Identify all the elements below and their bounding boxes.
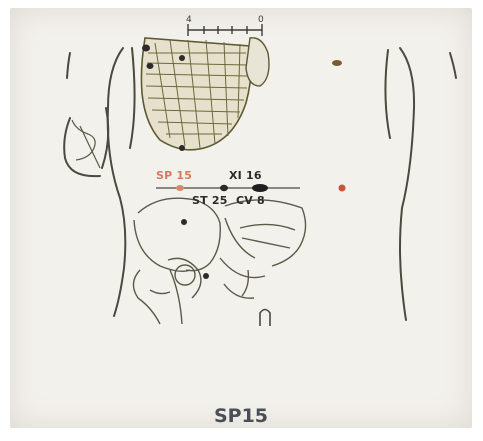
- acupoint-label-st25: ST 25: [192, 194, 228, 207]
- pelvis: [134, 198, 306, 298]
- sp15-point: [176, 185, 184, 191]
- scale-label-right: 0: [258, 15, 264, 25]
- acupoint-label-sp15: SP 15: [156, 169, 192, 182]
- arm-bone: [72, 120, 100, 168]
- torso-outline: [64, 48, 456, 320]
- diagram-caption: SP15: [10, 405, 472, 427]
- sp15-right-point: [339, 185, 346, 192]
- acupoint-label-cv8: CV 8: [236, 194, 265, 207]
- anatomy-diagram-photo: 4 0: [10, 8, 472, 428]
- rib-cage: [141, 38, 269, 150]
- inner-thigh-mark: [260, 310, 270, 327]
- scale-ruler: [188, 24, 262, 36]
- scale-label-left: 4: [186, 15, 192, 25]
- body-outline-diagram: 4 0: [10, 8, 472, 428]
- acupoint-label-xi16: XI 16: [229, 169, 262, 182]
